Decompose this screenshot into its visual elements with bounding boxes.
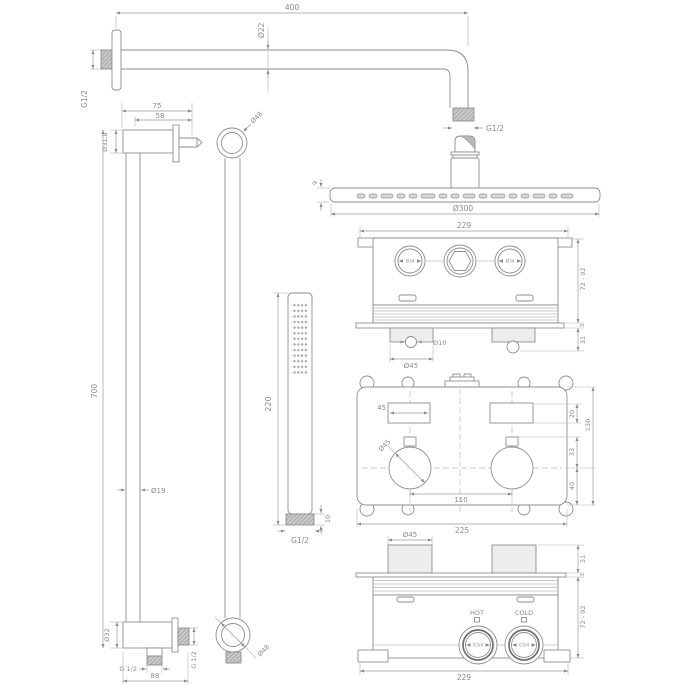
right-knob <box>494 245 526 277</box>
arm-outlet-thread-hatch <box>452 107 475 122</box>
bracket-screw <box>178 137 203 148</box>
shower-head-view: 9 Ø300 <box>311 135 601 217</box>
stem-left <box>403 436 417 447</box>
dim-bottomview-depth: 72 - 92 <box>579 605 587 628</box>
rail-view: 75 58 Ø31,8 700 Ø19 Ø32 G 1/2 <box>90 102 203 684</box>
left-knob <box>394 245 426 277</box>
dim-rosette-top: Ø31,8 <box>101 132 109 152</box>
dim-right-knob-dia: Ø34 <box>506 258 515 265</box>
center-spindle <box>443 244 477 278</box>
spindle-hex <box>448 251 472 271</box>
dim-slot-height: 20 <box>568 410 576 418</box>
dim-stem-offset: 33 <box>568 448 576 456</box>
top-bracket <box>122 129 174 154</box>
cold-label: COLD <box>515 609 533 617</box>
dim-bottomview-block: 31 <box>579 555 587 563</box>
dim-topview-depth: 72 - 92 <box>579 267 587 290</box>
dim-bottomview-width: 229 <box>457 673 472 682</box>
dim-pin-dia: Ø10 <box>433 339 446 347</box>
dim-hot-thread: G3/4 <box>473 643 484 649</box>
foot-right <box>543 649 571 663</box>
clip-right <box>515 294 534 302</box>
knob-opening-right <box>490 446 534 490</box>
dim-frontview-height: 130 <box>584 419 592 431</box>
dim-arm-dia: Ø22 <box>257 22 266 38</box>
ball-joint-wedge <box>459 135 476 150</box>
joint-body <box>450 157 480 189</box>
top-bracket-flange <box>172 124 180 163</box>
dim-bracket-body: 58 <box>156 112 165 120</box>
ring-thread-hatch <box>225 651 242 664</box>
clamp-base <box>444 380 480 388</box>
foot-left <box>357 649 389 663</box>
dim-escutcheon-dia: Ø45 <box>404 362 418 370</box>
dim-topview-plate: 3 <box>580 323 586 327</box>
dim-left-knob-dia: Ø34 <box>406 258 415 265</box>
wall-plate <box>355 322 565 329</box>
escutcheon-block-left <box>387 544 433 574</box>
hot-label: HOT <box>470 609 484 617</box>
bottom-bracket-flange <box>171 617 179 653</box>
stop-circle <box>506 340 520 354</box>
dim-hand-length: 220 <box>264 396 273 411</box>
arm-outer-edge <box>121 49 469 108</box>
dim-arm-wall-thread: G1/2 <box>80 90 89 108</box>
dim-bottom-offset: 40 <box>568 482 576 490</box>
dim-ring-bottom-dia: Ø48 <box>256 643 271 658</box>
dim-base-width: 88 <box>151 672 160 680</box>
valve-top-view: 229 Ø34 Ø34 Ø10 Ø45 <box>355 221 587 370</box>
wall-flange <box>111 29 122 91</box>
slot-right <box>489 402 534 424</box>
bottom-bracket <box>122 621 173 649</box>
dim-cold-thread: G3/4 <box>519 643 530 649</box>
pin-circle <box>405 336 417 348</box>
hand-shower-nozzles <box>291 303 309 375</box>
dim-topview-width: 229 <box>457 221 472 230</box>
ring-column-view: Ø48 Ø48 <box>214 110 271 664</box>
clip-bottom-left <box>396 596 415 603</box>
dim-side-thread: G 1/2 <box>190 651 198 669</box>
clip-bottom-right <box>516 596 535 603</box>
dim-head-dia: Ø300 <box>453 204 473 213</box>
hand-shower-view: 220 10 G1/2 <box>264 292 332 545</box>
valve-bottom-view: Ø45 HOT COLD G3/4 G3/4 31 3 72 <box>355 531 587 682</box>
dim-head-height: 9 <box>311 181 319 185</box>
cold-marker <box>521 617 527 623</box>
outlet-thread-hatch <box>146 655 163 666</box>
dim-arm-outlet-thread: G1/2 <box>486 124 504 133</box>
rib-section-bottom <box>372 576 559 596</box>
outlet-neck <box>146 647 163 657</box>
valve-front-view: 45 Ø45 110 225 20 33 40 130 <box>356 373 596 535</box>
dim-hand-nut: 10 <box>324 515 332 523</box>
dim-bottomview-plate: 3 <box>580 573 586 577</box>
dim-topview-block: 31 <box>579 336 587 344</box>
head-nozzles <box>356 193 574 199</box>
dim-slot-width: 45 <box>377 404 386 412</box>
dim-tube-dia: Ø19 <box>151 487 165 495</box>
stem-right <box>505 436 519 447</box>
dim-rail-length: 700 <box>90 384 99 399</box>
escutcheon-block-right <box>491 544 537 574</box>
dim-arm-length: 400 <box>285 3 300 12</box>
clip-left <box>398 294 417 302</box>
wall-thread-hatch <box>100 49 113 70</box>
dim-bracket-proj: 75 <box>153 102 162 110</box>
dim-frontview-width: 225 <box>455 526 470 535</box>
dim-outlet-thread: G 1/2 <box>119 665 137 673</box>
dim-ring-top-dia: Ø48 <box>249 110 264 125</box>
shower-arm-view: 400 G1/2 Ø22 G1/2 <box>80 3 504 133</box>
dim-center-distance: 110 <box>454 496 467 504</box>
dim-bottom-escutcheon: Ø45 <box>403 531 417 539</box>
hot-marker <box>474 617 480 623</box>
dim-rosette-bottom: Ø32 <box>103 628 111 641</box>
wall-plate-bottom <box>355 572 567 578</box>
arm-inner-edge <box>121 68 451 108</box>
side-thread-hatch <box>177 627 190 646</box>
escutcheon-right <box>491 327 536 343</box>
dim-hand-thread: G1/2 <box>291 536 309 545</box>
hand-shower-thread-hatch <box>285 513 315 526</box>
